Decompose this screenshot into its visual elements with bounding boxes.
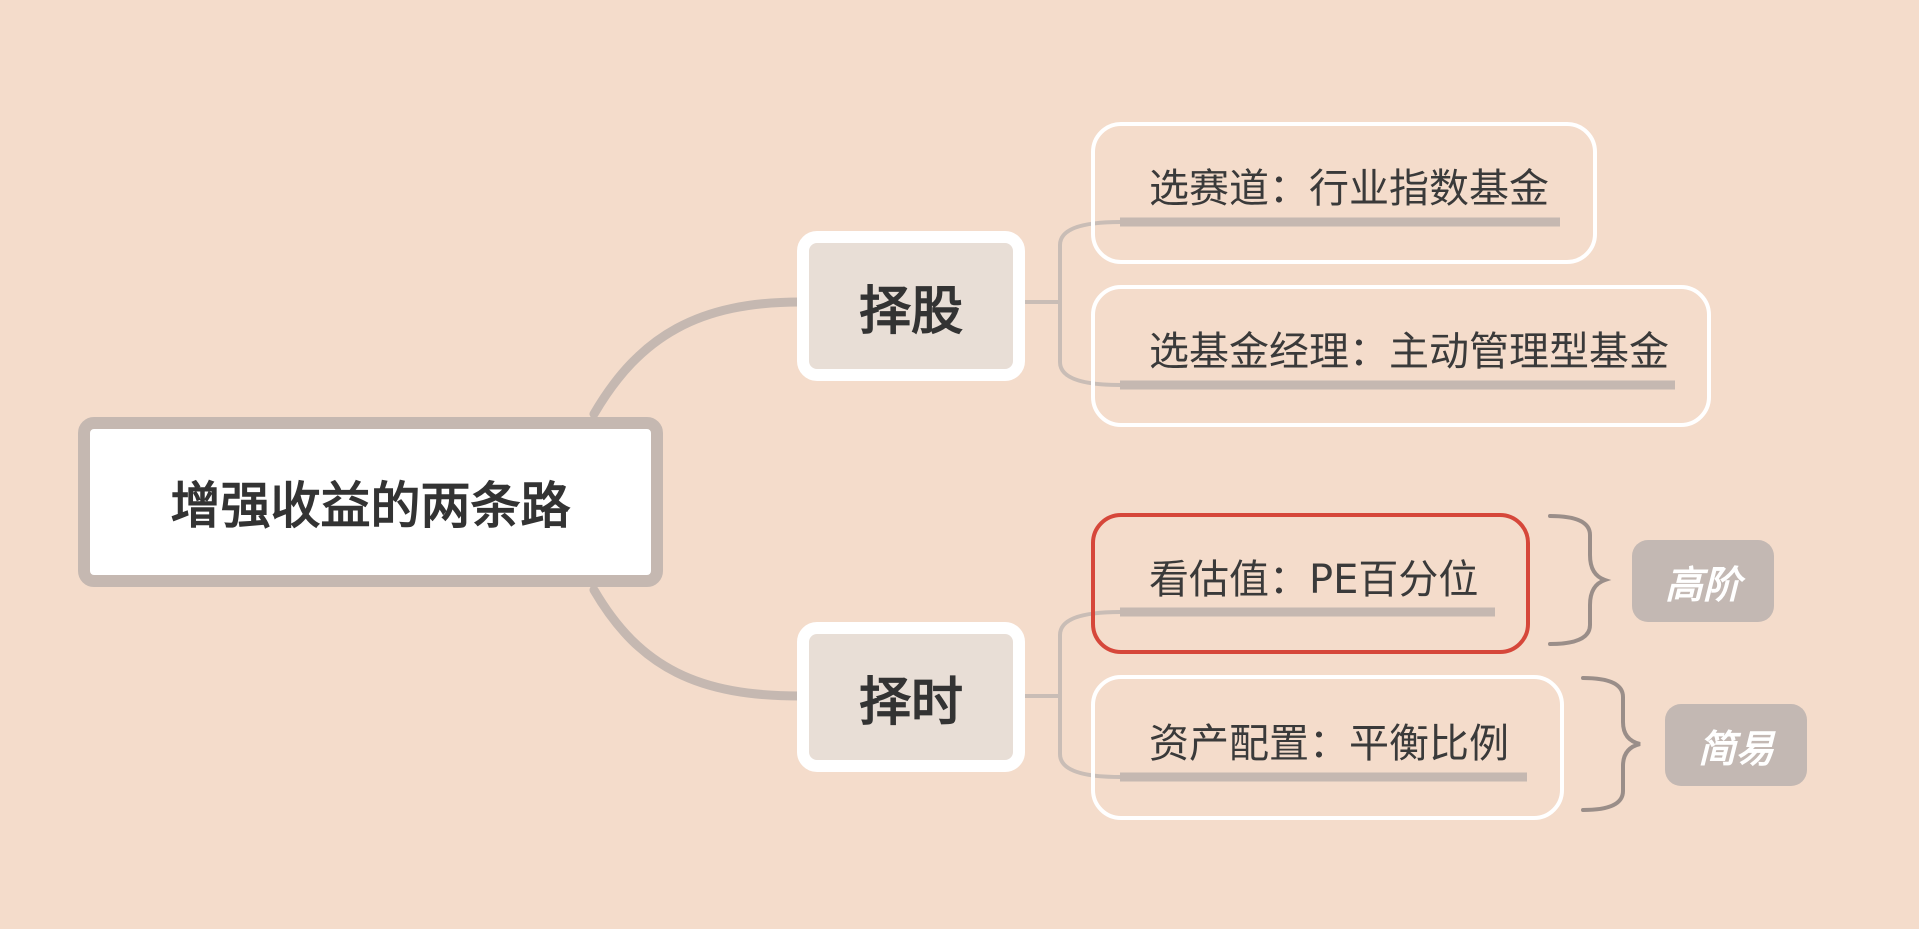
branch-node-stock-selection[interactable]: 择股 — [797, 231, 1025, 381]
branch-node-label: 择股 — [858, 281, 963, 342]
tag-advanced: 高阶 — [1632, 540, 1774, 622]
leaf-node-pe-percentile[interactable]: 看估值：PE百分位 — [1091, 513, 1530, 654]
leaf-node-active-fund-manager[interactable]: 选基金经理：主动管理型基金 — [1091, 285, 1711, 427]
brace-simple — [1581, 676, 1641, 812]
root-to-branch-2-connector — [589, 585, 805, 701]
leaf-node-label: 看估值：PE百分位 — [1149, 556, 1479, 603]
branch-1-children-connector — [1025, 220, 1121, 387]
branch-node-market-timing[interactable]: 择时 — [797, 622, 1025, 772]
root-node[interactable]: 增强收益的两条路 — [78, 417, 663, 587]
leaf-node-label: 选赛道：行业指数基金 — [1149, 166, 1549, 212]
tag-simple: 简易 — [1665, 704, 1807, 786]
branch-node-label: 择时 — [858, 672, 963, 733]
branch-2-children-connector — [1025, 610, 1121, 779]
root-to-branch-1-connector — [589, 297, 805, 419]
leaf-node-label: 选基金经理：主动管理型基金 — [1149, 329, 1669, 375]
tag-label: 简易 — [1697, 726, 1774, 771]
leaf-node-asset-allocation[interactable]: 资产配置：平衡比例 — [1091, 675, 1564, 820]
root-node-label: 增强收益的两条路 — [170, 477, 571, 535]
leaf-node-industry-index-fund[interactable]: 选赛道：行业指数基金 — [1091, 122, 1597, 264]
tag-label: 高阶 — [1664, 562, 1741, 607]
leaf-node-label: 资产配置：平衡比例 — [1149, 720, 1509, 767]
brace-advanced — [1548, 514, 1612, 646]
